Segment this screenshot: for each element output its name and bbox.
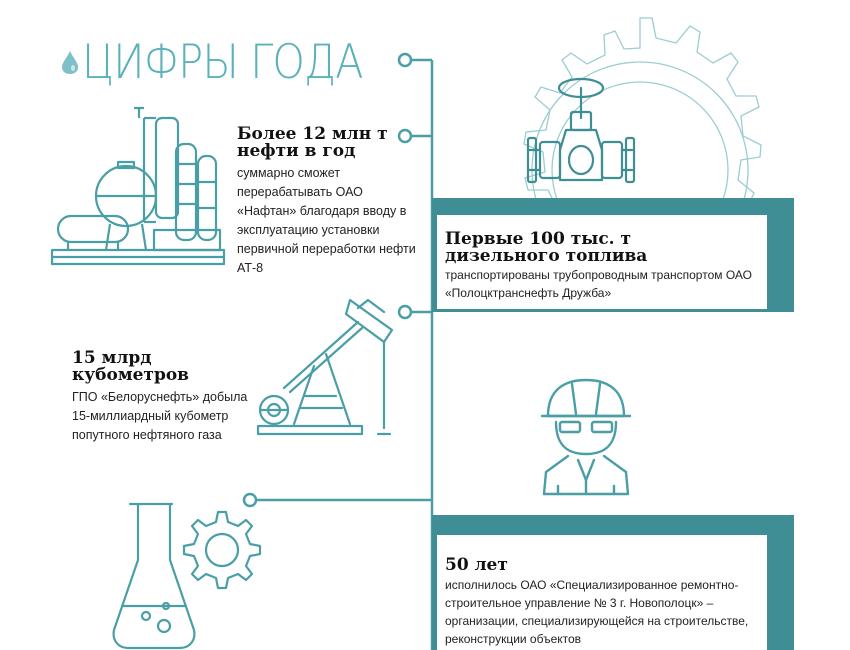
fact-refinery: Более 12 млн т нефти в год суммарно смож…	[237, 126, 437, 278]
worker-helmet-icon	[540, 378, 632, 496]
fact-headline: 15 млрд кубометров	[72, 348, 189, 385]
fact-anniversary-card: 50 лет исполнилось ОАО «Специализированн…	[437, 535, 767, 650]
fact-headline: Первые 100 тыс. т дизельного топлива	[445, 229, 648, 266]
fact-description: транспортированы трубопроводным транспор…	[445, 268, 752, 300]
flask-gear-icon	[112, 502, 262, 650]
oil-pump-jack-icon	[256, 298, 394, 436]
fact-gas: 15 млрд кубометров ГПО «Белоруснефть» до…	[72, 350, 272, 445]
fact-description: исполнилось ОАО «Специализированное ремо…	[445, 578, 749, 646]
fact-diesel-card: Первые 100 тыс. т дизельного топлива тра…	[437, 215, 767, 309]
fact-headline: Более 12 млн т нефти в год	[237, 124, 388, 161]
page-title-group: ЦИФРЫ ГОДА	[60, 34, 401, 90]
oil-drop-icon	[62, 51, 78, 74]
page-title: ЦИФРЫ ГОДА	[82, 34, 364, 90]
refinery-icon	[50, 106, 226, 266]
fact-description: ГПО «Белоруснефть» добыла 15-миллиардный…	[72, 390, 248, 442]
fact-headline: 50 лет	[445, 555, 508, 575]
fact-description: суммарно сможет перерабатывать ОАО «Нафт…	[237, 166, 416, 275]
